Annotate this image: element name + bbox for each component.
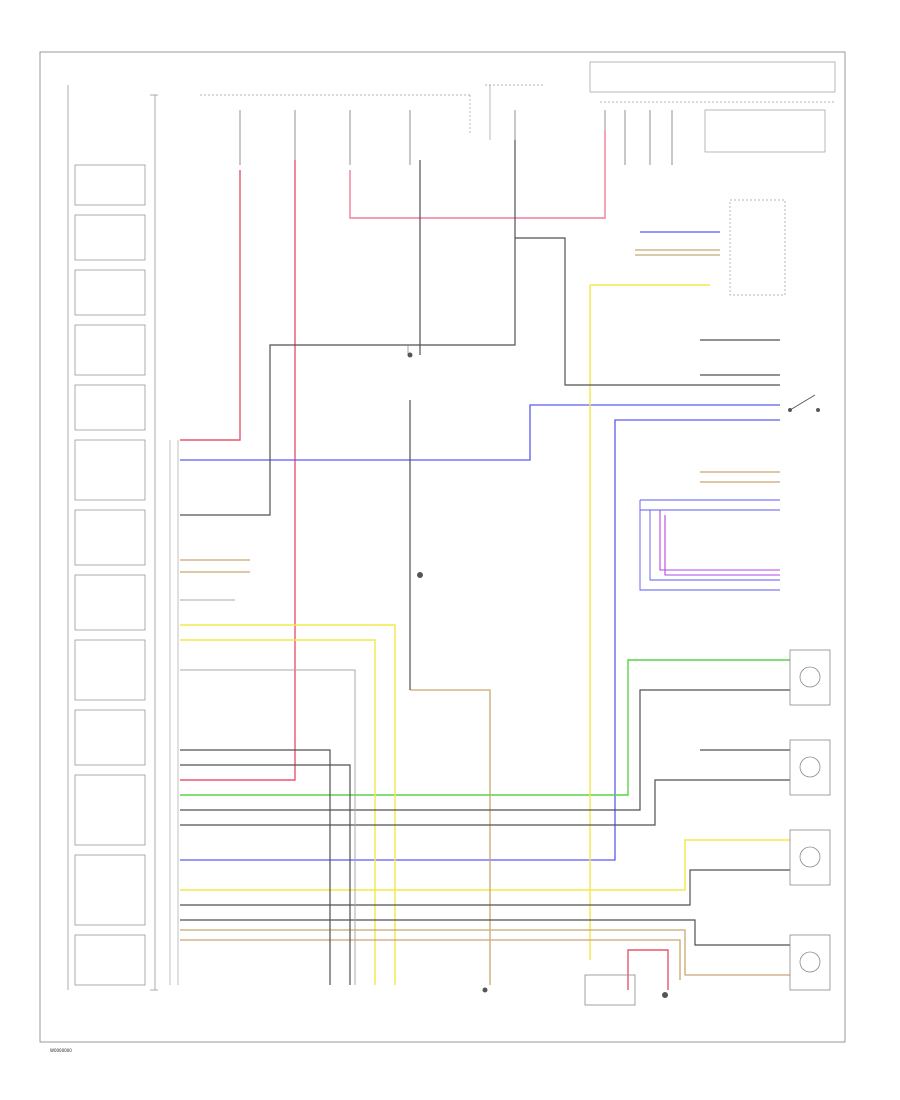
bottom-sensor-box: [584, 974, 636, 1006]
wire-gray-3: [180, 689, 790, 811]
wire-yellow-1: [180, 624, 396, 985]
wire-tan-3: [180, 929, 790, 976]
wire-green-1: [180, 659, 790, 796]
wire-gray-1: [180, 140, 516, 516]
wire-gray-7: [515, 237, 780, 386]
wire-blue-2: [180, 419, 780, 861]
diagram-frame: [39, 51, 846, 1043]
right-sensors: [789, 649, 831, 991]
wire-red-1: [180, 170, 241, 441]
switch-symbol: [788, 394, 820, 412]
top-fuse-blocks: [200, 61, 836, 296]
wire-tan-5: [410, 689, 491, 985]
wire-pink-top: [349, 130, 606, 219]
wire-yellow-2: [180, 639, 376, 985]
diagram-code: W0000000: [50, 1048, 72, 1053]
wire-gray-4: [180, 779, 790, 826]
wire-gray-6: [180, 919, 790, 946]
wire-gray-12: [180, 764, 351, 985]
wire-gray-5: [180, 869, 790, 906]
wire-red-bottom: [627, 949, 669, 990]
wire-tan-4: [180, 939, 681, 980]
wire-violet-1: [659, 510, 780, 571]
wire-violet-2: [664, 515, 780, 576]
control-module: [67, 85, 179, 991]
wire-blue-1: [180, 404, 780, 461]
wire-gray-2: [180, 749, 331, 985]
wire-yellow-3: [180, 839, 790, 891]
wire-red-2: [180, 160, 296, 781]
